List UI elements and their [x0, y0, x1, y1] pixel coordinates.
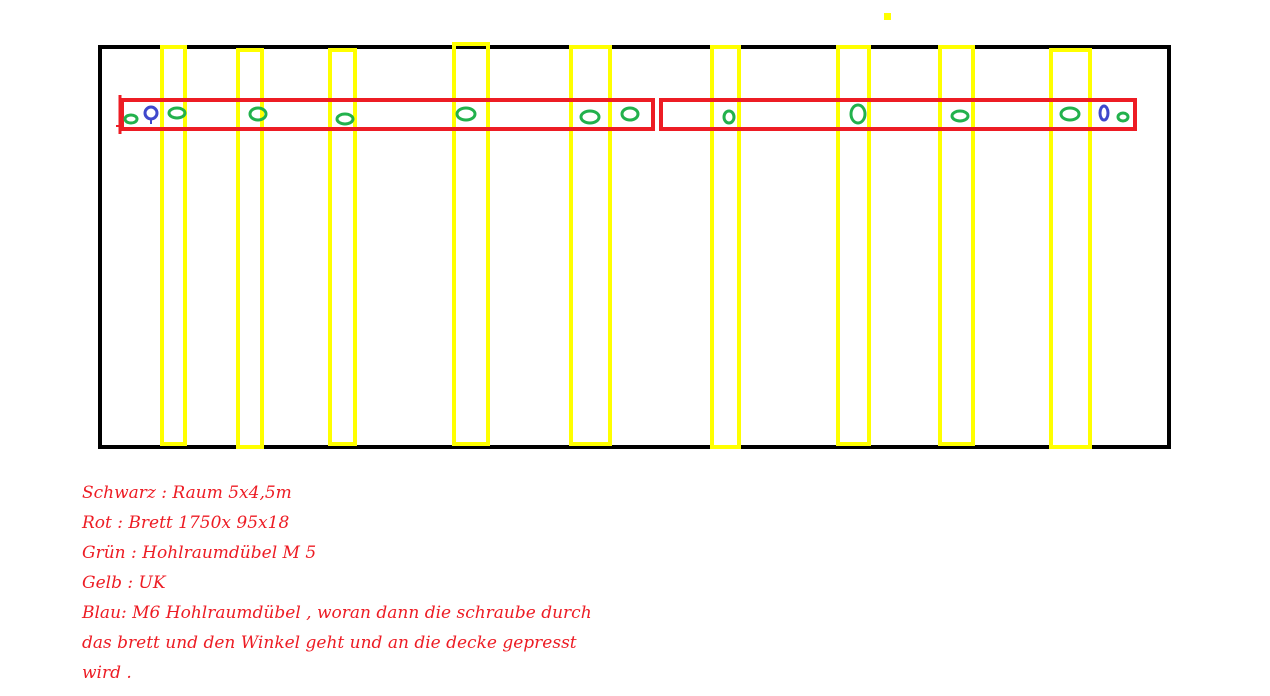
legend-yellow: Gelb : UK [82, 573, 166, 593]
joist [710, 45, 741, 449]
anchor-m5 [722, 109, 736, 125]
legend-blue-line-2: das brett und den Winkel geht und an die… [82, 633, 577, 653]
joist [160, 45, 187, 446]
m5-anchors [123, 103, 1130, 126]
board-left [120, 98, 655, 131]
boards [120, 98, 1137, 131]
legend-blue-line-3: wird . [82, 663, 132, 683]
joist [836, 45, 871, 446]
anchor-m5 [167, 106, 187, 120]
anchor-m5 [1116, 111, 1130, 123]
anchor-m5 [620, 106, 640, 122]
joist [452, 42, 490, 446]
anchor-m5 [1059, 106, 1081, 122]
anchor-m5 [950, 109, 970, 123]
legend-black: Schwarz : Raum 5x4,5m [82, 483, 292, 503]
anchor-m5 [123, 113, 139, 125]
joist [569, 45, 612, 446]
anchor-m5 [579, 109, 601, 125]
anchor-m6 [143, 105, 159, 121]
yellow-dot [884, 13, 891, 20]
board-right [659, 98, 1137, 131]
anchor-m6 [1098, 104, 1110, 122]
anchor-m5 [849, 103, 867, 125]
legend-blue-line-1: Blau: M6 Hohlraumdübel , woran dann die … [82, 603, 592, 623]
anchor-m5 [335, 112, 355, 126]
joist [938, 45, 975, 446]
anchor-m5 [455, 106, 477, 122]
legend: Schwarz : Raum 5x4,5m Rot : Brett 1750x … [82, 478, 592, 688]
joist [328, 48, 357, 446]
anchor-m5 [248, 106, 268, 122]
joists [160, 42, 1092, 449]
room-outline [98, 45, 1171, 449]
joist [236, 48, 264, 449]
legend-red: Rot : Brett 1750x 95x18 [82, 513, 290, 533]
legend-green: Grün : Hohlraumdübel M 5 [82, 543, 317, 563]
joist [1049, 48, 1092, 449]
